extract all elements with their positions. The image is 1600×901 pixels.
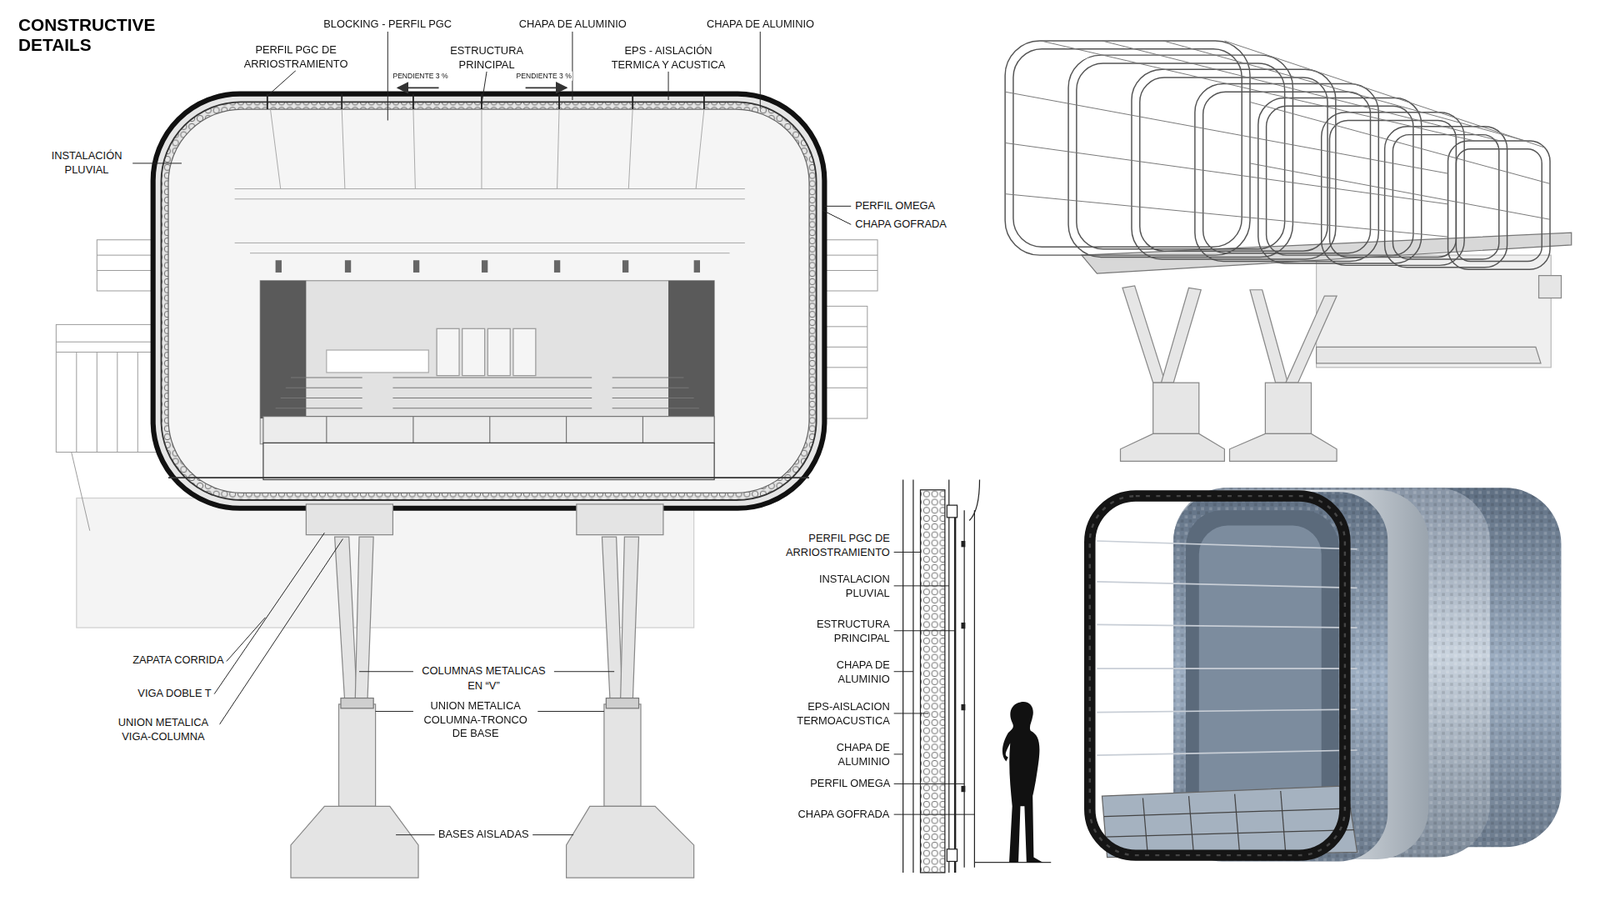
callout-label: PERFIL PGC DE ARRIOSTRAMIENTO — [771, 531, 891, 560]
callout-label: EPS - AISLACIÓN TERMICA Y ACUSTICA — [600, 44, 736, 72]
callout-label: PENDIENTE 3 % — [515, 71, 573, 81]
callout-label: CHAPA GOFRADA — [854, 217, 948, 232]
callout-label: INSTALACION PLUVIAL — [801, 572, 891, 600]
callout-label: CHAPA DE ALUMINIO — [796, 658, 891, 686]
callout-label: CHAPA DE ALUMINIO — [705, 17, 816, 32]
callout-label: EPS-AISLACION TERMOACUSTICA — [776, 700, 891, 728]
callout-label: ESTRUCTURA PRINCIPAL — [440, 44, 535, 72]
callout-label: VIGA DOBLE T — [136, 686, 213, 701]
callout-label: BLOCKING - PERFIL PGC — [322, 17, 453, 32]
callout-label: CHAPA DE ALUMINIO — [517, 17, 628, 32]
callout-label: COLUMNAS METALICAS EN “V” — [415, 664, 552, 692]
callout-label: BASES AISLADAS — [437, 827, 530, 842]
callout-label: PERFIL PGC DE ARRIOSTRAMIENTO — [235, 42, 355, 70]
callout-label: CHAPA DE ALUMINIO — [796, 740, 891, 769]
sheet-title: CONSTRUCTIVE DETAILS — [18, 15, 182, 56]
callout-label: PERFIL OMEGA — [854, 199, 936, 214]
callout-label: UNION METALICA VIGA-COLUMNA — [107, 715, 220, 743]
callout-label: CHAPA GOFRADA — [796, 807, 890, 822]
callout-label: PERFIL OMEGA — [809, 776, 891, 791]
callout-label: UNION METALICA COLUMNA-TRONCO DE BASE — [419, 699, 532, 741]
callout-label: ESTRUCTURA PRINCIPAL — [796, 617, 891, 645]
callout-label: PENDIENTE 3 % — [391, 71, 450, 81]
callout-label: ZAPATA CORRIDA — [131, 653, 225, 668]
callout-label: INSTALACIÓN PLUVIAL — [42, 149, 132, 177]
